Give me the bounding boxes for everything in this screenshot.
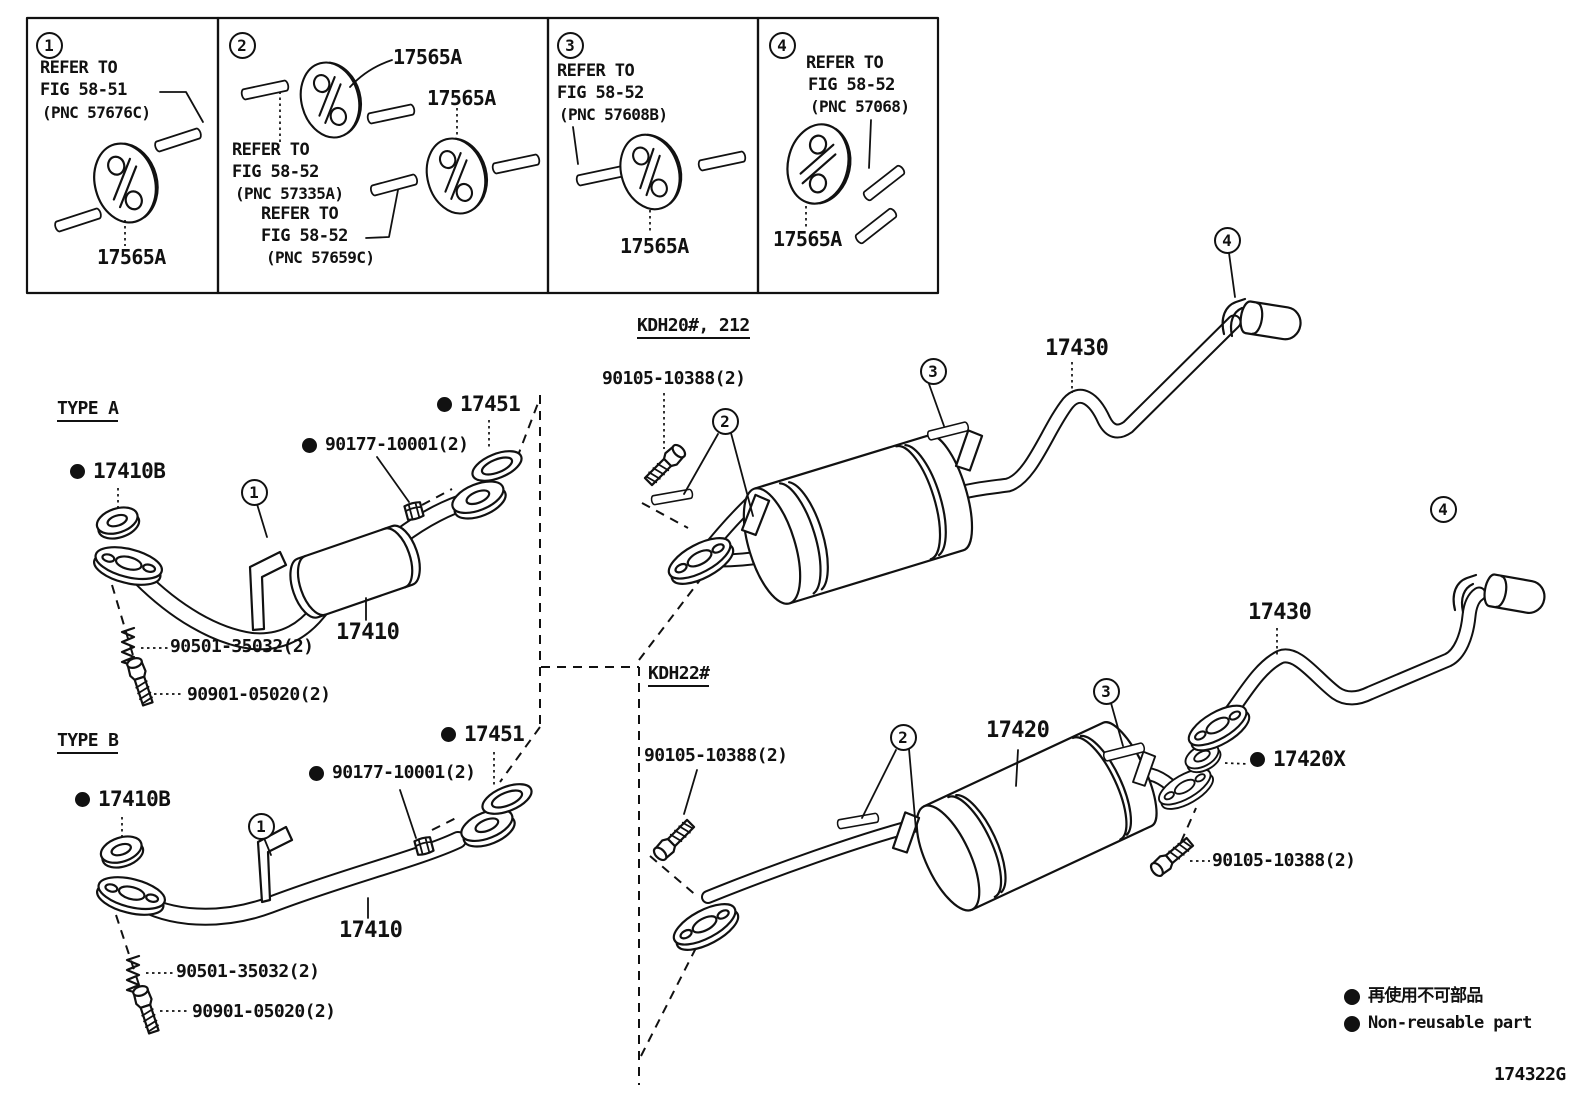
type-a-bolt-label: 90901-05020(2) bbox=[187, 684, 331, 705]
callout-2-kdh22-num: 2 bbox=[898, 727, 908, 747]
inset-boxes bbox=[25, 16, 940, 295]
type-b-gasket-text: 17410B bbox=[98, 787, 171, 811]
type-a-gasket-label: 17410B bbox=[70, 459, 166, 483]
type-a-bolt-sub-text: 90177-10001(2) bbox=[325, 434, 469, 455]
callout-2-inset-num: 2 bbox=[237, 35, 247, 55]
box1-refer-line3: (PNC 57676C) bbox=[42, 103, 151, 122]
box2-refer2-line2: FIG 58-52 bbox=[261, 226, 348, 246]
kdh20-title: KDH20#, 212 bbox=[637, 317, 750, 339]
callout-1-type-a-num: 1 bbox=[249, 482, 259, 502]
callout-4-kdh22: 4 bbox=[1429, 495, 1457, 523]
non-reusable-dot-icon bbox=[302, 437, 317, 453]
kdh22-tailpipe-label: 17430 bbox=[1248, 600, 1312, 625]
non-reusable-dot-icon bbox=[75, 792, 90, 807]
callout-3-inset-num: 3 bbox=[565, 35, 575, 55]
legend-non-reusable-jp: 再使用不可部品 bbox=[1344, 988, 1483, 1005]
legend-jp-text: 再使用不可部品 bbox=[1368, 986, 1483, 1006]
box3-refer-line1: REFER TO bbox=[557, 61, 635, 81]
box2-part-top-label: 17565A bbox=[393, 45, 462, 69]
kdh22-gasket-text: 17420X bbox=[1273, 747, 1346, 771]
box4-refer-line3: (PNC 57068) bbox=[810, 97, 910, 116]
kdh22-gasket-label: 17420X bbox=[1250, 747, 1346, 771]
box1-refer-line2: FIG 58-51 bbox=[40, 80, 127, 100]
non-reusable-dot-icon bbox=[437, 397, 452, 412]
leader-lines bbox=[117, 252, 1278, 1012]
callout-3-kdh22: 3 bbox=[1092, 677, 1120, 705]
callout-2-kdh22: 2 bbox=[889, 723, 917, 751]
type-b-pipe-label: 17410 bbox=[339, 918, 403, 943]
figure-code: 174322G bbox=[1494, 1064, 1566, 1085]
callout-4-kdh22-num: 4 bbox=[1438, 499, 1448, 519]
type-a-pipe-label: 17410 bbox=[336, 620, 400, 645]
non-reusable-dot-icon bbox=[1344, 988, 1360, 1005]
kdh22-title: KDH22# bbox=[648, 665, 710, 687]
kdh22-bolt-left-label: 90105-10388(2) bbox=[644, 745, 788, 766]
type-a-front-pipe bbox=[89, 444, 527, 708]
kdh20-assembly bbox=[641, 297, 1304, 605]
type-a-seal-text: 17451 bbox=[460, 392, 521, 416]
box3-refer-line3: (PNC 57608B) bbox=[559, 105, 668, 124]
non-reusable-dot-icon bbox=[1250, 752, 1265, 767]
callout-4-inset: 4 bbox=[768, 31, 796, 59]
box4-refer-line1: REFER TO bbox=[806, 53, 884, 73]
callout-3-kdh22-num: 3 bbox=[1101, 681, 1111, 701]
kdh20-bolt-label: 90105-10388(2) bbox=[602, 368, 746, 389]
callout-2-inset: 2 bbox=[228, 31, 256, 59]
type-b-seal-label: 17451 bbox=[441, 722, 525, 746]
callout-3-inset: 3 bbox=[556, 31, 584, 59]
type-b-bolt-label: 90901-05020(2) bbox=[192, 1001, 336, 1022]
callout-1-inset: 1 bbox=[35, 31, 63, 59]
non-reusable-dot-icon bbox=[1344, 1015, 1360, 1032]
callout-1-type-b-num: 1 bbox=[256, 816, 266, 836]
assembly-boundary-dashes bbox=[111, 395, 1197, 1085]
callout-4-kdh20: 4 bbox=[1213, 226, 1241, 254]
box2-refer2-line1: REFER TO bbox=[261, 204, 339, 224]
non-reusable-dot-icon bbox=[70, 464, 85, 479]
callout-1-inset-num: 1 bbox=[44, 35, 54, 55]
box2-refer1-line1: REFER TO bbox=[232, 140, 310, 160]
callout-1-type-a: 1 bbox=[240, 478, 268, 506]
non-reusable-dot-icon bbox=[309, 765, 324, 781]
type-a-bolt-sub-label: 90177-10001(2) bbox=[302, 434, 469, 455]
type-b-gasket-label: 17410B bbox=[75, 787, 171, 811]
callout-2-kdh20-num: 2 bbox=[720, 411, 730, 431]
type-b-bolt-sub-label: 90177-10001(2) bbox=[309, 762, 476, 783]
type-a-gasket-text: 17410B bbox=[93, 459, 166, 483]
box1-refer-line1: REFER TO bbox=[40, 58, 118, 78]
type-b-seal-text: 17451 bbox=[464, 722, 525, 746]
box2-part-mid-label: 17565A bbox=[427, 86, 496, 110]
box2-refer1-line3: (PNC 57335A) bbox=[235, 184, 344, 203]
callout-2-kdh20: 2 bbox=[711, 407, 739, 435]
box2-refer1-line2: FIG 58-52 bbox=[232, 162, 319, 182]
box4-part-label: 17565A bbox=[773, 227, 842, 251]
type-b-spring-label: 90501-35032(2) bbox=[176, 961, 320, 982]
non-reusable-dot-icon bbox=[441, 727, 456, 742]
callout-1-type-b: 1 bbox=[247, 812, 275, 840]
callout-3-kdh20-num: 3 bbox=[928, 361, 938, 381]
type-b-bolt-sub-text: 90177-10001(2) bbox=[332, 762, 476, 783]
legend-en-text: Non-reusable part bbox=[1368, 1013, 1532, 1033]
kdh22-bolt-right-label: 90105-10388(2) bbox=[1212, 850, 1356, 871]
legend-non-reusable-en: Non-reusable part bbox=[1344, 1015, 1532, 1032]
type-a-title: TYPE A bbox=[57, 400, 119, 422]
kdh20-tailpipe-label: 17430 bbox=[1045, 336, 1109, 361]
box3-refer-line2: FIG 58-52 bbox=[557, 83, 644, 103]
kdh22-muffler-label: 17420 bbox=[986, 718, 1050, 743]
type-a-spring-label: 90501-35032(2) bbox=[170, 636, 314, 657]
box4-refer-line2: FIG 58-52 bbox=[808, 75, 895, 95]
box1-part-label: 17565A bbox=[97, 245, 166, 269]
type-a-seal-label: 17451 bbox=[437, 392, 521, 416]
type-b-front-pipe bbox=[92, 777, 537, 1036]
callout-4-kdh20-num: 4 bbox=[1222, 230, 1232, 250]
type-b-title: TYPE B bbox=[57, 732, 119, 754]
box2-refer2-line3: (PNC 57659C) bbox=[266, 248, 375, 267]
box3-part-label: 17565A bbox=[620, 234, 689, 258]
callout-3-kdh20: 3 bbox=[919, 357, 947, 385]
callout-4-inset-num: 4 bbox=[777, 35, 787, 55]
kdh22-assembly bbox=[650, 572, 1549, 960]
